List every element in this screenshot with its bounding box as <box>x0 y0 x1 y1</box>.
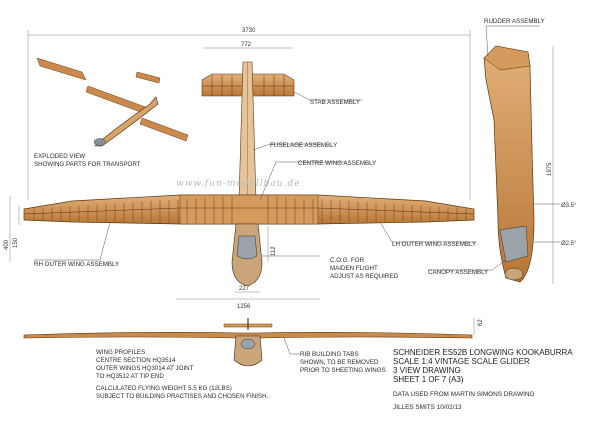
canopy-leader <box>428 259 507 271</box>
profiles-note-1: WING PROFILES <box>96 349 145 356</box>
canopy-side-view <box>499 225 529 263</box>
weight-note-2: SUBJECT TO BUILDING PRACTISES AND CHOSEN… <box>96 393 269 400</box>
dia-35: Ø3.5° <box>561 203 577 209</box>
fuselage-assembly-label: FUSELAGE ASSEMBLY <box>270 142 337 149</box>
rudder-side-view <box>483 45 531 71</box>
stab-leader <box>293 91 362 101</box>
exploded-wing-right <box>139 117 189 142</box>
dim-150: 150 <box>13 237 19 248</box>
dim-1256: 1256 <box>237 304 251 310</box>
ribtabs-label-2: SHOWN, TO BE REMOVED <box>300 359 379 366</box>
exploded-stab <box>135 71 161 84</box>
exploded-canopy <box>93 138 107 146</box>
cog-label-3: ADJUST AS REQUIRED <box>330 273 398 280</box>
profiles-note-2: CENTRE SECTION HQ3514 <box>96 357 176 364</box>
fuselage-leader <box>252 143 322 151</box>
exploded-view-label: EXPLODED VIEW <box>34 153 85 160</box>
stab-assembly-label: STAB ASSEMBLY <box>310 99 360 106</box>
title-line-3: 3 VIEW DRAWING <box>393 366 461 375</box>
ribtabs-label-1: RIB BUILDING TABS <box>300 351 359 358</box>
exploded-view-sublabel: SHOWING PARTS FOR TRANSPORT <box>34 161 141 168</box>
title-line-4: SHEET 1 OF 7 (A3) <box>393 375 464 384</box>
rudder-assembly-label: RUDDER ASSEMBLY <box>484 18 545 25</box>
canopy-assembly-label: CANOPY ASSEMBLY <box>428 269 488 276</box>
span-dimension: 3730 <box>242 28 256 34</box>
exploded-fuselage <box>94 96 159 147</box>
rudder-leader <box>485 25 540 57</box>
author-note: JILLES SMITS 10/02/13 <box>393 404 462 411</box>
centre-wing-section <box>179 194 319 225</box>
centre-wing-leader <box>259 161 346 201</box>
wing-front-view <box>23 332 473 339</box>
cog-label-2: MAIDEN FLIGHT <box>330 265 378 272</box>
watermark: www.fun-modellbau.de <box>176 179 301 189</box>
lh-outer-wing-label: LH OUTER WING ASSEMBLY <box>392 241 476 248</box>
ribtabs-leader <box>283 337 300 355</box>
stab-dimension: 772 <box>241 42 252 48</box>
main-wing-top-view <box>23 194 475 225</box>
source-note: DATA USED FROM MARTIN SIMONS DRAWING <box>393 391 534 398</box>
title-line-2: SCALE 1:4 VINTAGE SCALE GLIDER <box>393 357 530 366</box>
rh-outer-wing-label: RH OUTER WING ASSEMBLY <box>34 261 119 268</box>
dim-400: 400 <box>4 239 10 250</box>
exploded-wing-left <box>36 57 87 81</box>
wing-spar <box>23 207 475 215</box>
title-line-1: SCHNEIDER ES52B LONGWING KOOKABURRA <box>393 348 573 357</box>
lh-wing-leader <box>379 221 476 243</box>
exploded-wing-centre <box>85 85 149 115</box>
canopy-top-view <box>236 235 258 260</box>
profiles-note-3: OUTER WINGS HQ3014 AT JOINT <box>96 365 194 372</box>
ribtabs-label-3: PRIOR TO SHEETING WINGS <box>300 367 386 374</box>
fuselage-side-view <box>483 45 535 283</box>
exploded-view <box>36 57 189 147</box>
cog-label-1: C.O.G. FOR <box>330 257 365 264</box>
profiles-note-4: TO HQ3512 AT TIP END <box>96 373 164 380</box>
weight-note-1: CALCULATED FLYING WEIGHT 5.5 KG (12LBS) <box>96 385 232 392</box>
wing-ribs <box>23 196 475 224</box>
dim-112: 112 <box>271 246 277 256</box>
dim-227: 227 <box>239 286 250 292</box>
dia-25: Ø2.5° <box>561 241 577 247</box>
front-view <box>23 318 473 367</box>
centre-wing-assembly-label: CENTRE WING ASSEMBLY <box>298 160 376 167</box>
rh-wing-leader <box>34 221 111 261</box>
dim-1975: 1975 <box>547 162 553 176</box>
dim-62: 62 <box>478 319 484 326</box>
